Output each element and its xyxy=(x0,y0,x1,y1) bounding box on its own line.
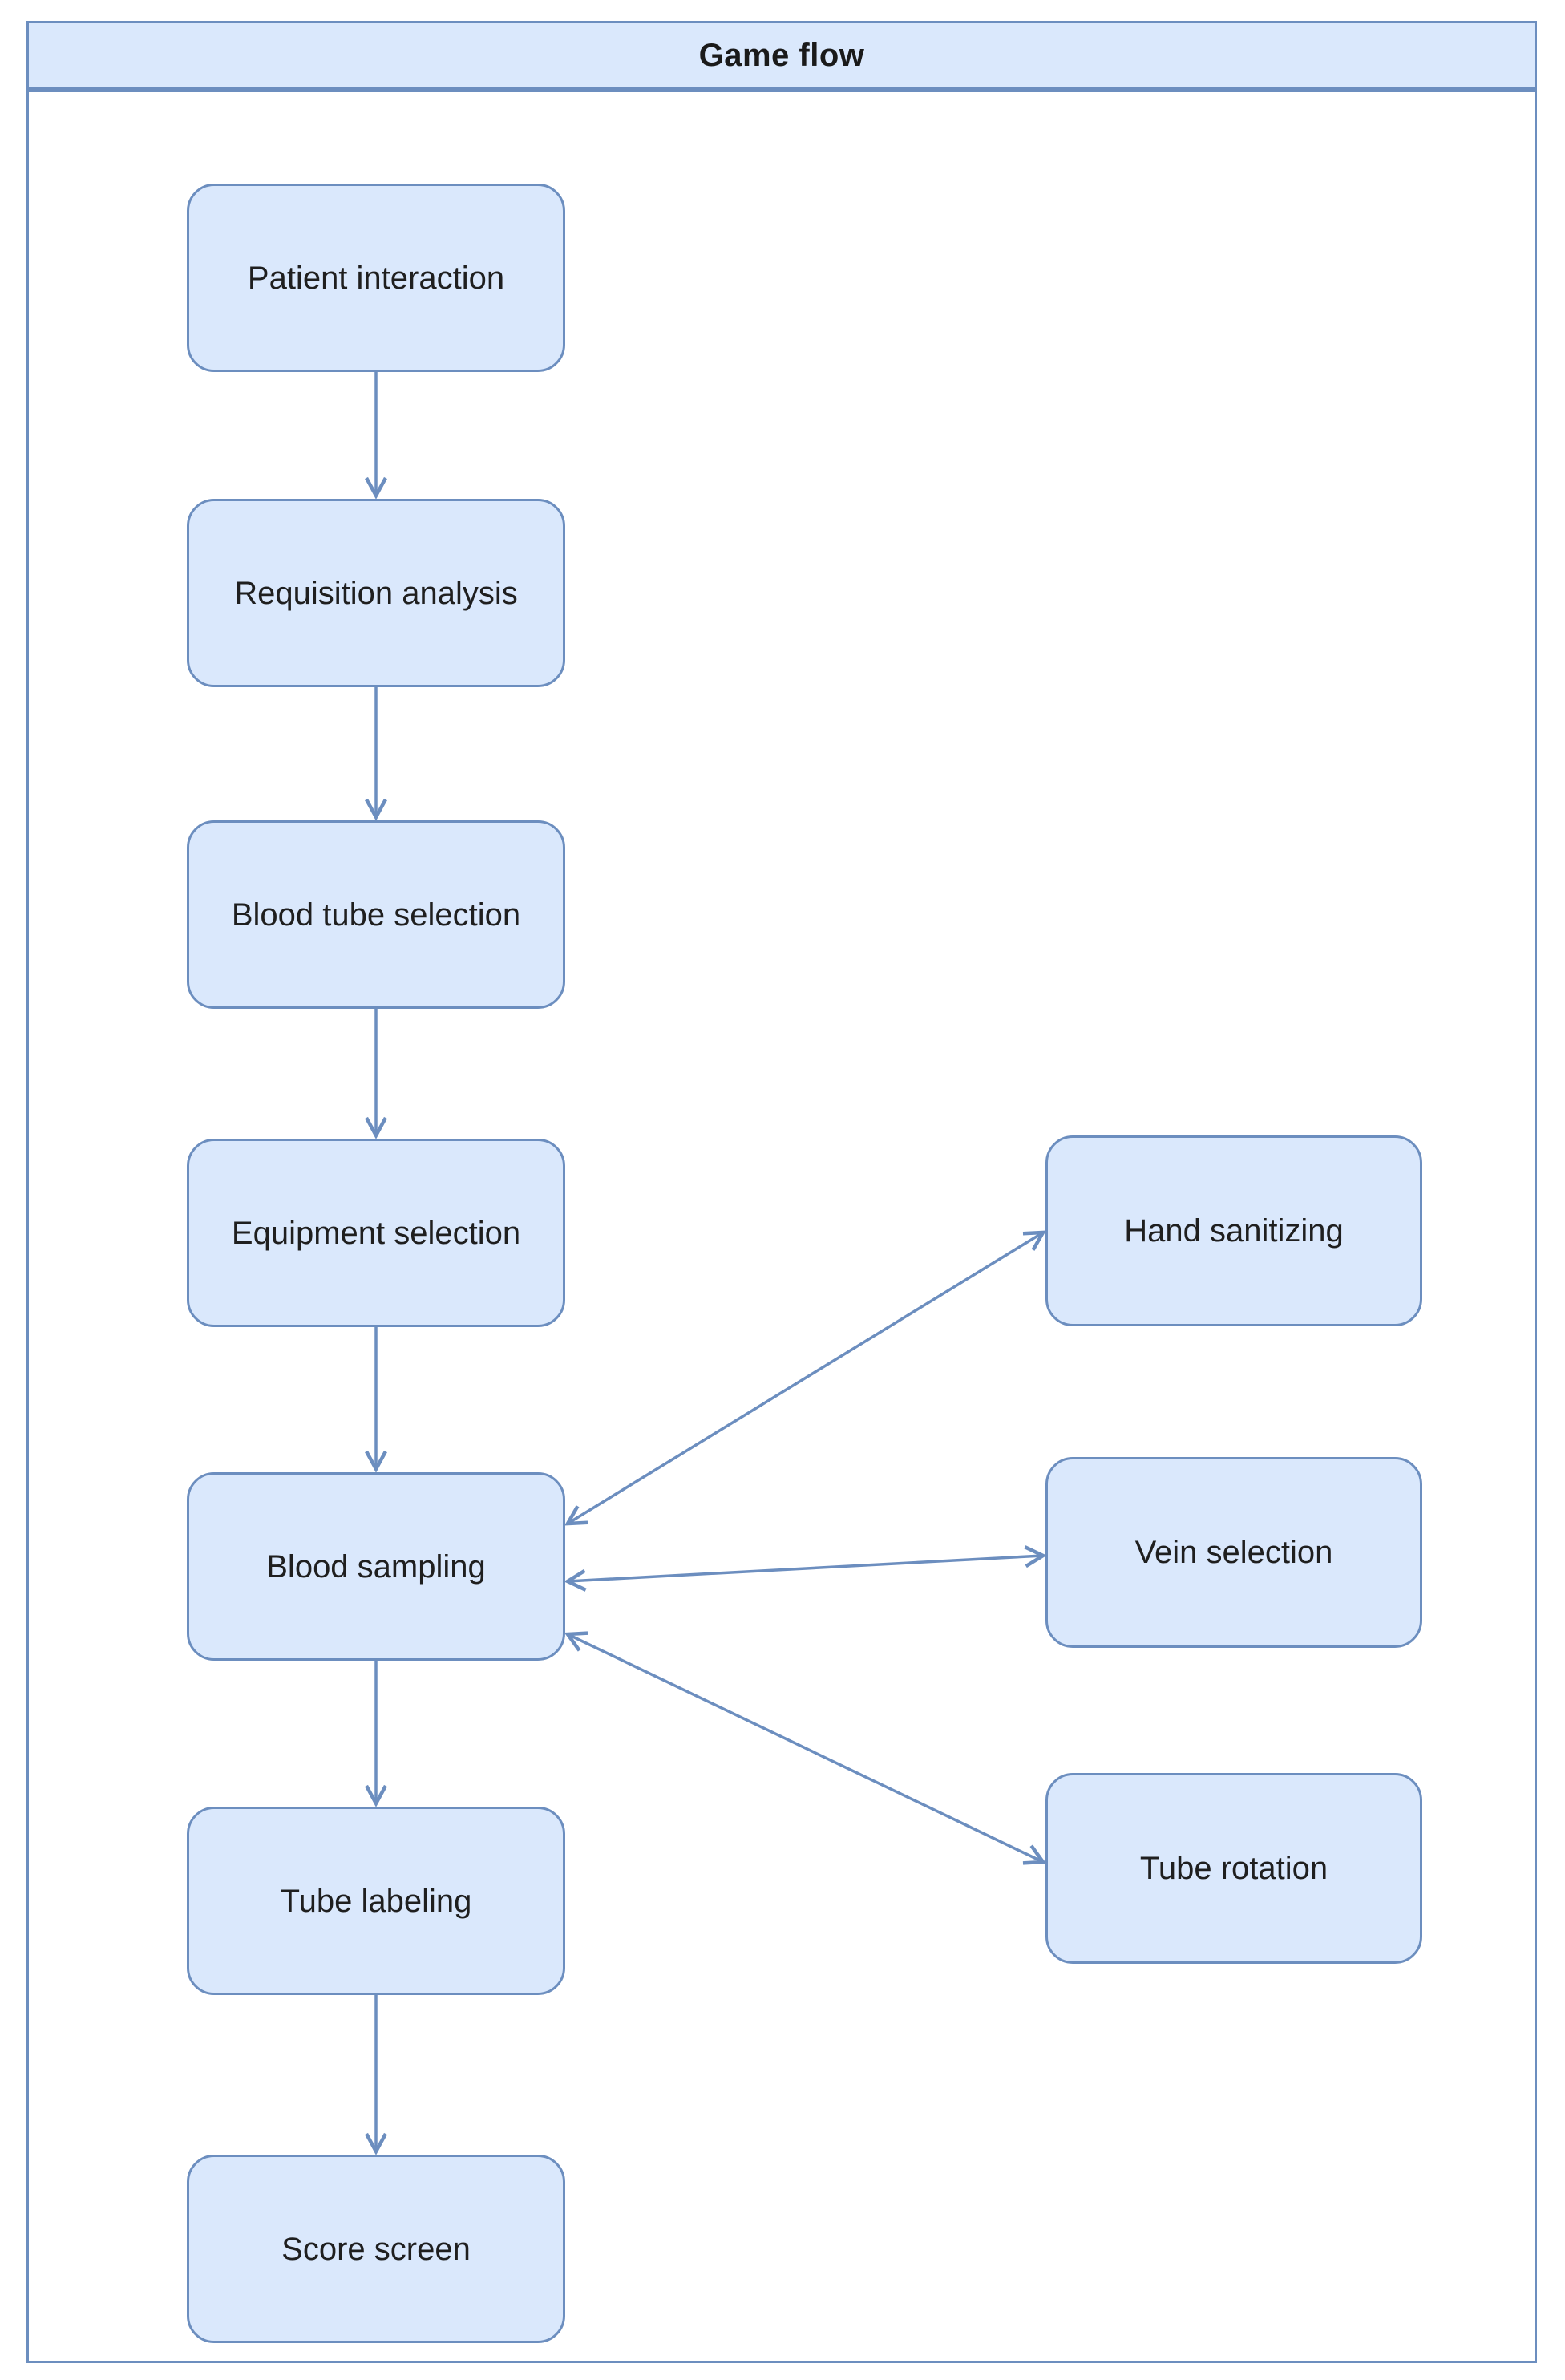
node-label: Equipment selection xyxy=(231,1215,521,1251)
node-label: Requisition analysis xyxy=(234,575,518,611)
node-vein-selection: Vein selection xyxy=(1045,1457,1422,1648)
node-hand-sanitizing: Hand sanitizing xyxy=(1045,1135,1422,1326)
node-label: Patient interaction xyxy=(247,260,505,296)
node-label: Hand sanitizing xyxy=(1124,1213,1344,1249)
node-tube-rotation: Tube rotation xyxy=(1045,1773,1422,1964)
node-tube-labeling: Tube labeling xyxy=(187,1807,565,1995)
node-score-screen: Score screen xyxy=(187,2155,565,2343)
node-label: Blood tube selection xyxy=(231,897,521,933)
node-blood-tube-selection: Blood tube selection xyxy=(187,820,565,1009)
node-label: Tube labeling xyxy=(280,1883,472,1919)
node-blood-sampling: Blood sampling xyxy=(187,1472,565,1661)
node-label: Vein selection xyxy=(1134,1535,1333,1570)
node-label: Tube rotation xyxy=(1139,1851,1328,1886)
frame-title-bar: Game flow xyxy=(29,23,1535,92)
node-patient-interaction: Patient interaction xyxy=(187,184,565,372)
node-requisition-analysis: Requisition analysis xyxy=(187,499,565,687)
node-label: Blood sampling xyxy=(266,1548,486,1585)
node-equipment-selection: Equipment selection xyxy=(187,1139,565,1327)
diagram-title: Game flow xyxy=(698,37,865,73)
node-label: Score screen xyxy=(281,2231,471,2267)
